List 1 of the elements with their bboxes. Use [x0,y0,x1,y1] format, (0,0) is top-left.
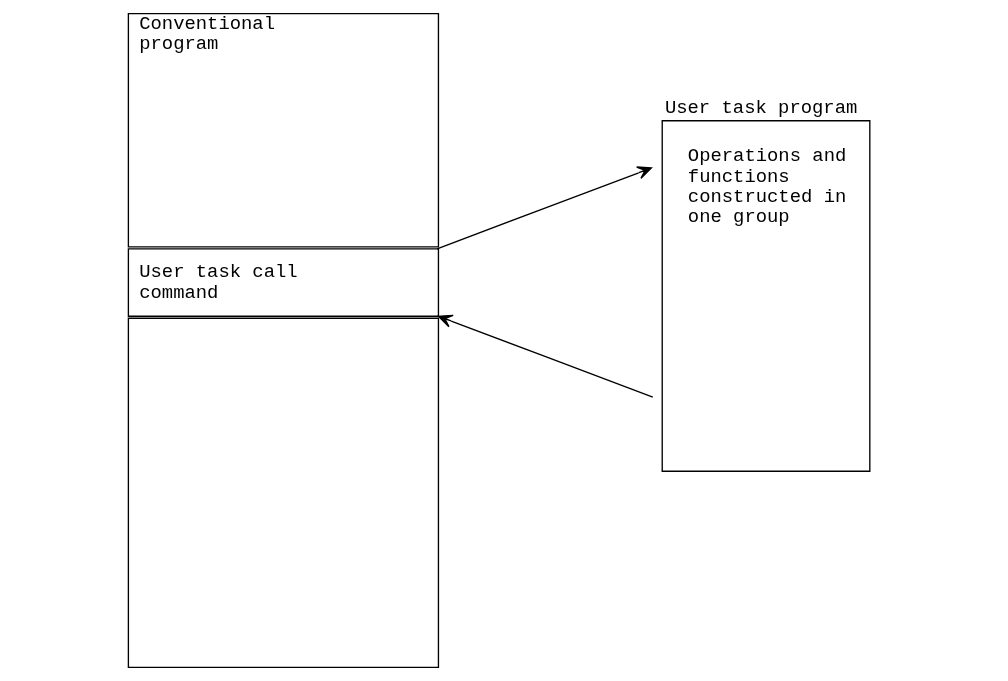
node-label: User task program [664,96,857,119]
